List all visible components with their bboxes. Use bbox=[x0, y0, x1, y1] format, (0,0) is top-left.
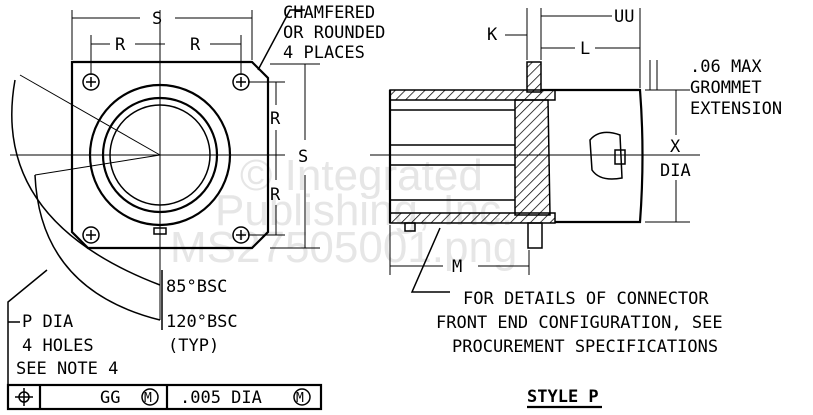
see-note-label: SEE NOTE 4 bbox=[16, 359, 118, 379]
tolerance-frame: GG M .005 DIA M bbox=[6, 383, 323, 411]
drawing-label: GROMMET bbox=[690, 78, 762, 98]
drawing-label: OR ROUNDED bbox=[283, 23, 385, 43]
dim-s-side: S bbox=[298, 147, 308, 167]
dim-r-right: R bbox=[190, 35, 201, 55]
mounting-hole bbox=[82, 226, 100, 244]
mounting-hole bbox=[232, 73, 250, 91]
drawing-label: .005 DIA bbox=[180, 388, 262, 408]
dim-r-side-bottom: R bbox=[270, 185, 281, 205]
grommet-note: .06 MAX bbox=[690, 57, 762, 77]
p-dia-label: P DIA bbox=[22, 312, 73, 332]
angle-85: 85°BSC bbox=[166, 277, 227, 297]
style-label: STYLE P bbox=[527, 387, 599, 407]
flange-outline bbox=[70, 60, 270, 250]
drawing-label: GG bbox=[100, 388, 120, 408]
drawing-label: M bbox=[296, 391, 304, 406]
dim-x: X bbox=[670, 137, 681, 157]
note-line-1: FOR DETAILS OF CONNECTOR bbox=[463, 289, 709, 309]
angle-120: 120°BSC bbox=[166, 312, 238, 332]
dim-m: M bbox=[452, 257, 462, 277]
holes-label: 4 HOLES bbox=[22, 336, 94, 356]
modifier-m-icon bbox=[141, 388, 159, 406]
dim-k: K bbox=[487, 25, 498, 45]
note-line-3: PROCUREMENT SPECIFICATIONS bbox=[452, 337, 718, 357]
drawing-label: M bbox=[144, 391, 152, 406]
dim-s-top: S bbox=[152, 9, 162, 29]
drawing-label: EXTENSION bbox=[690, 99, 782, 119]
modifier-m-icon bbox=[293, 388, 311, 406]
dim-dia: DIA bbox=[660, 161, 691, 181]
dim-uu: UU bbox=[614, 7, 634, 27]
drawing-label: Publishing, Inc. bbox=[215, 186, 513, 235]
dim-r-side-top: R bbox=[270, 109, 281, 129]
drawing-label: 4 PLACES bbox=[283, 43, 365, 63]
typ-label: (TYP) bbox=[168, 336, 219, 356]
mounting-hole bbox=[82, 73, 100, 91]
side-view: K UU L .06 MAX GROMMET EXTENSION X DIA M… bbox=[370, 7, 782, 409]
note-line-2: FRONT END CONFIGURATION, SEE bbox=[436, 313, 723, 333]
dim-l: L bbox=[580, 39, 590, 59]
chamfer-note: CHAMFERED bbox=[283, 3, 375, 23]
dim-r-left: R bbox=[115, 35, 126, 55]
watermark: © Integrated Publishing, Inc. MS27505001… bbox=[170, 151, 517, 272]
position-symbol-icon bbox=[15, 388, 33, 406]
front-view: S R R CHAMFERED OR ROUNDED 4 PLACES R S … bbox=[6, 3, 385, 411]
drawing-label: © Integrated bbox=[240, 151, 483, 200]
